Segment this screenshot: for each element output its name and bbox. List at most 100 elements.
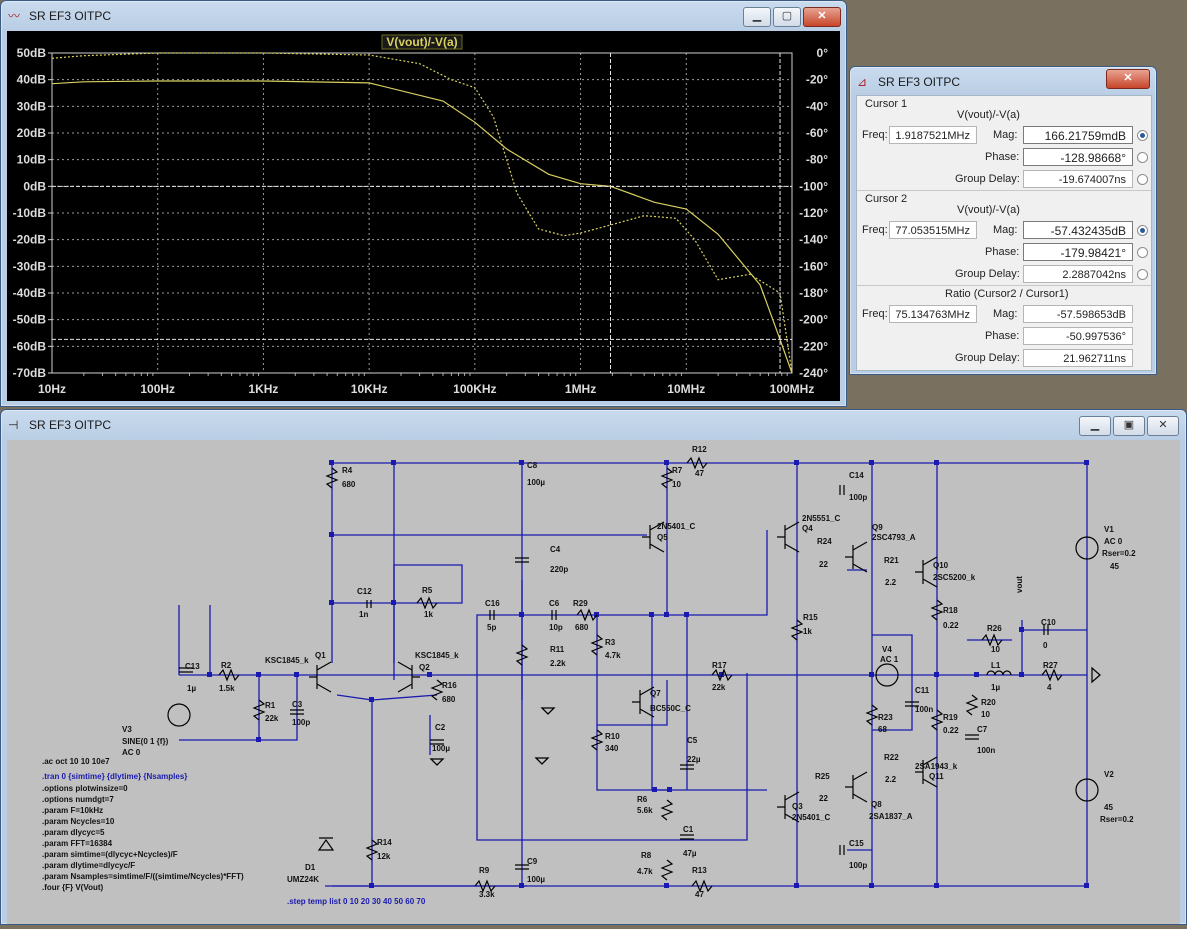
label-R17: R17 (712, 661, 727, 670)
label-V4-value: AC 1 (880, 655, 899, 664)
schematic-canvas[interactable]: R4 680 C8 100µ R7 10 R12 47 C14 100p 2N5… (7, 440, 1180, 924)
y-axis-left-label: -70dB (13, 366, 47, 380)
label-R21: R21 (884, 556, 899, 565)
y-axis-left-label: 20dB (17, 126, 47, 140)
label-V4: V4 (882, 645, 892, 654)
transistor-symbol (632, 686, 655, 718)
label-R25-value: 22 (819, 794, 828, 803)
y-axis-left-label: -60dB (13, 339, 47, 353)
close-button[interactable]: ✕ (803, 7, 841, 27)
cursor2-freq-label: Freq: (862, 224, 888, 236)
label-R26-value: 10 (991, 645, 1000, 654)
circuit-diagram[interactable]: R4 680 C8 100µ R7 10 R12 47 C14 100p 2N5… (7, 440, 1180, 924)
cursor2-header: Cursor 2 (865, 193, 908, 205)
trace-label[interactable]: V(vout)/-V(a) (386, 35, 457, 49)
y-axis-right-label: -20° (806, 73, 828, 87)
cursor1-gd-radio[interactable] (1137, 174, 1148, 185)
schematic-window[interactable]: ⊣ SR EF3 OITPC ▁ ▣ ✕ (0, 409, 1187, 925)
plot-window-titlebar[interactable]: 〰 SR EF3 OITPC ▁ ▢ ✕ (1, 1, 846, 31)
transistor-symbol (777, 521, 800, 553)
label-Q3: Q3 (792, 802, 803, 811)
cursor2-mag-field[interactable]: -57.432435dB (1023, 221, 1133, 239)
transistor-symbol (845, 771, 868, 803)
label-R14: R14 (377, 838, 392, 847)
cursor2-phase-label: Phase: (985, 246, 1020, 258)
x-axis-label: 10Hz (38, 382, 66, 396)
label-R18: R18 (943, 606, 958, 615)
ratio-mag-field: -57.598653dB (1023, 305, 1133, 323)
resistor-symbol (691, 879, 713, 893)
label-C3-value: 100p (292, 718, 310, 727)
cursor1-gd-label: Group Delay: (955, 173, 1020, 185)
cursor1-gd-field: -19.674007ns (1023, 170, 1133, 188)
label-C4-value: 220p (550, 565, 568, 574)
label-R27: R27 (1043, 661, 1058, 670)
ground-symbol (540, 707, 556, 715)
label-R29: R29 (573, 599, 588, 608)
minimize-button[interactable]: ▁ (743, 7, 771, 27)
label-R11-value: 2.2k (550, 659, 566, 668)
resistor-symbol (474, 879, 496, 893)
cursor2-freq-field: 77.053515MHz (889, 221, 977, 239)
x-axis-label: 10KHz (351, 382, 388, 396)
label-V1-ac: AC 0 (1104, 537, 1123, 546)
label-R9-value: 3.3k (479, 890, 495, 899)
y-axis-right-label: -140° (799, 233, 828, 247)
label-Q2-model: KSC1845_k (415, 651, 459, 660)
x-axis-label: 10MHz (667, 382, 705, 396)
directive-line: .tran 0 {simtime} {dlytime} {Nsamples} (42, 772, 187, 781)
cursor2-mag-radio[interactable] (1137, 225, 1148, 236)
cursor1-mag-radio[interactable] (1137, 130, 1148, 141)
cursor2-phase-field[interactable]: -179.98421° (1023, 243, 1133, 261)
cursor-window-titlebar[interactable]: ⊿ SR EF3 OITPC ✕ (850, 67, 1156, 97)
y-axis-right-label: -180° (799, 286, 828, 300)
maximize-button[interactable]: ▢ (773, 7, 801, 27)
label-C13: C13 (185, 662, 200, 671)
label-Q9: Q9 (872, 523, 883, 532)
label-R13-value: 47 (695, 890, 704, 899)
label-R12-value: 47 (695, 469, 704, 478)
transistor-symbol (915, 756, 938, 788)
label-C16-value: 5p (487, 623, 496, 632)
resistor-symbol (515, 644, 529, 666)
cursor1-phase-field[interactable]: -128.98668° (1023, 148, 1133, 166)
label-R8: R8 (641, 851, 652, 860)
label-R19: R19 (943, 713, 958, 722)
cursor-close-button[interactable]: ✕ (1106, 69, 1150, 89)
cursor1-phase-radio[interactable] (1137, 152, 1148, 163)
cursor2-gd-radio[interactable] (1137, 269, 1148, 280)
transistor-symbol (309, 661, 332, 693)
wires (178, 462, 1088, 887)
label-R9: R9 (479, 866, 490, 875)
label-R8-value: 4.7k (637, 867, 653, 876)
step-directive: .step temp list 0 10 20 30 40 50 60 70 (287, 897, 426, 906)
schematic-window-title: SR EF3 OITPC (29, 418, 112, 432)
x-axis-label: 100Hz (140, 382, 175, 396)
ground-symbol (429, 758, 445, 766)
y-axis-right-label: -80° (806, 153, 828, 167)
resistor-symbol (790, 619, 804, 641)
label-Q1: Q1 (315, 651, 326, 660)
label-Q11-model: 2SA1943_k (915, 762, 958, 771)
label-R2: R2 (221, 661, 232, 670)
sch-maximize-button[interactable]: ▣ (1113, 416, 1145, 436)
directive-line: .param dlytime=dlycyc/F (42, 861, 135, 870)
schematic-window-titlebar[interactable]: ⊣ SR EF3 OITPC ▁ ▣ ✕ (1, 410, 1186, 440)
label-D1: D1 (305, 863, 316, 872)
label-C2: C2 (435, 723, 446, 732)
resistor-symbol (576, 608, 598, 622)
resistor-symbol (416, 596, 438, 610)
resistor-symbol (981, 633, 1003, 647)
cursor2-phase-radio[interactable] (1137, 247, 1148, 258)
label-R23-value: 68 (878, 725, 887, 734)
cursor-window-title: SR EF3 OITPC (878, 75, 961, 89)
sch-minimize-button[interactable]: ▁ (1079, 416, 1111, 436)
cursor1-mag-field[interactable]: 166.21759mdB (1023, 126, 1133, 144)
capacitor-symbol (366, 600, 372, 608)
cursor-window[interactable]: ⊿ SR EF3 OITPC ✕ Cursor 1 V(vout)/-V(a) … (849, 66, 1157, 375)
sch-close-button[interactable]: ✕ (1147, 416, 1179, 436)
cursor1-freq-label: Freq: (862, 129, 888, 141)
